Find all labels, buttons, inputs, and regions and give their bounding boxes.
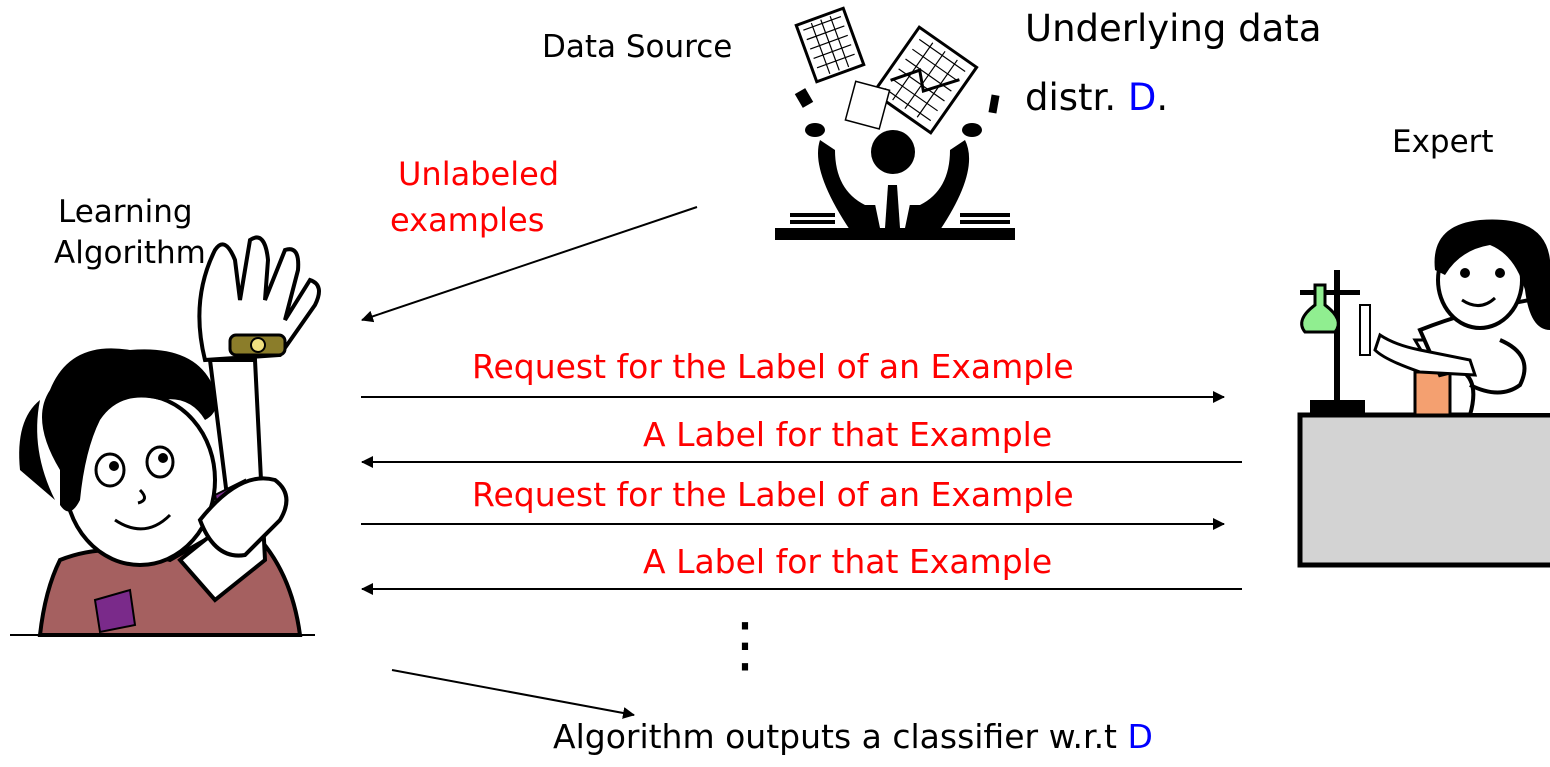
learning-algorithm-line2: Algorithm (54, 235, 206, 271)
data-source-clipart (775, 6, 1015, 240)
label-response-message-2: A Label for that Example (643, 542, 1053, 581)
continuation-ellipsis: ⋮ (715, 610, 775, 680)
label-response-message-1: A Label for that Example (643, 415, 1053, 454)
underlying-distribution-line1: Underlying data (1025, 7, 1322, 50)
unlabeled-examples-line1: Unlabeled (398, 155, 560, 193)
request-label-message-1: Request for the Label of an Example (472, 347, 1074, 386)
data-source-label: Data Source (542, 29, 733, 65)
request-label-message-2: Request for the Label of an Example (472, 475, 1074, 514)
learning-algorithm-line1: Learning (58, 194, 193, 230)
expert-clipart (1297, 219, 1550, 568)
expert-label: Expert (1392, 124, 1494, 160)
output-distribution-symbol: D (1127, 717, 1153, 756)
underlying-distribution-line2: distr. D. (1025, 79, 1168, 116)
underlying-distribution-prefix: distr. (1025, 76, 1128, 119)
unlabeled-examples-line2: examples (390, 201, 545, 239)
output-classifier-label: Algorithm outputs a classifier w.r.t D (553, 720, 1153, 753)
learner-clipart (10, 235, 321, 637)
arrow-unlabeled-examples (361, 206, 698, 323)
arrow-output-classifier (391, 669, 635, 719)
distribution-symbol: D (1127, 76, 1157, 119)
underlying-distribution-suffix: . (1156, 76, 1169, 119)
output-classifier-text: Algorithm outputs a classifier w.r.t (553, 717, 1128, 756)
